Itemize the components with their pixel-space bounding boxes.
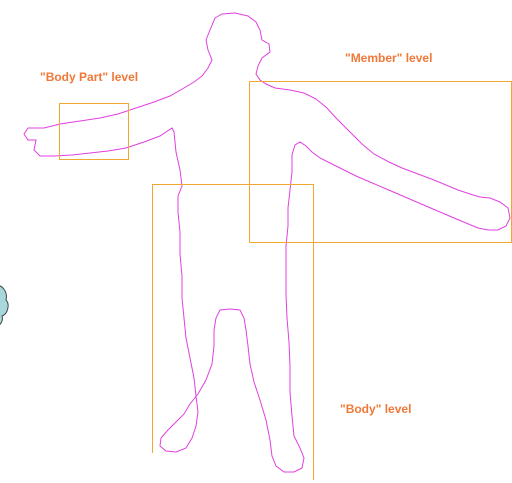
body-level-box: [153, 185, 314, 481]
member-level-box: [250, 82, 512, 243]
member-level-label: "Member" level: [345, 51, 432, 65]
body-part-level-label: "Body Part" level: [40, 70, 138, 84]
cloud-blob: [0, 286, 8, 327]
body-level-label: "Body" level: [340, 402, 411, 416]
body-part-level-box: [60, 104, 129, 160]
